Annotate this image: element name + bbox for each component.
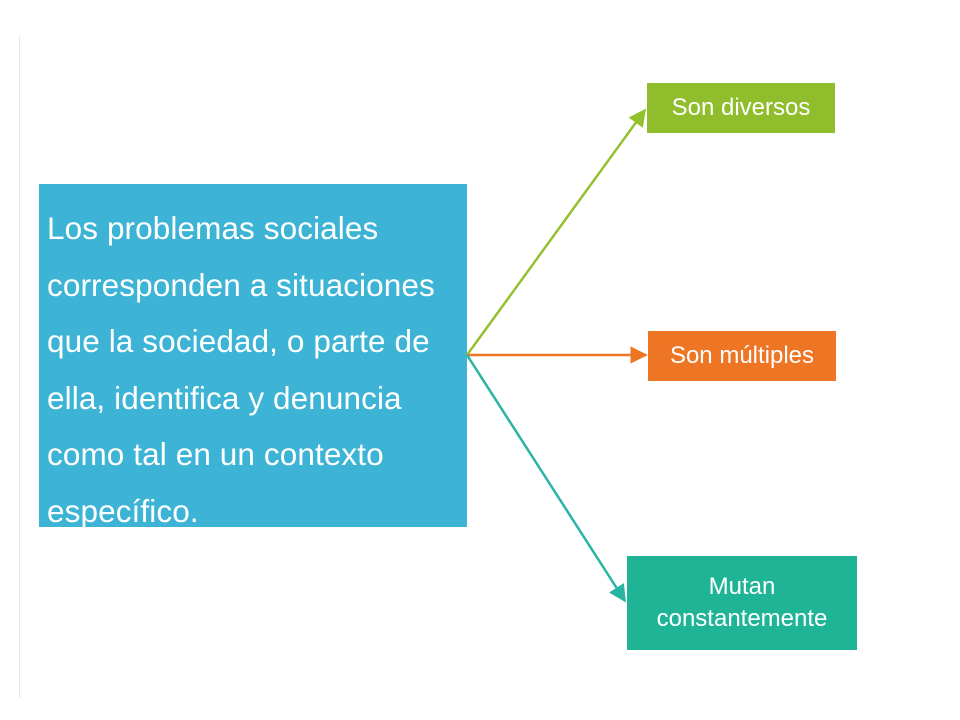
main-concept-line: específico.	[47, 492, 199, 529]
main-concept-line: corresponden a situaciones	[47, 266, 435, 303]
branch-label: Son múltiples	[669, 342, 815, 369]
branch-node-son-multiples: Son múltiples	[648, 331, 836, 381]
arrow-to-mutan-constantemente	[465, 354, 627, 603]
main-concept-line: que la sociedad, o parte de	[47, 323, 430, 359]
branch-label-line: constantemente	[656, 605, 828, 632]
main-concept-box: Los problemas sociales corresponden a si…	[39, 184, 467, 529]
main-concept-line: Los problemas sociales	[47, 210, 379, 246]
main-concept-line: ella, identifica y denuncia	[47, 379, 402, 416]
arrow-to-son-diversos	[465, 108, 647, 356]
branch-label-line: Mutan	[708, 573, 776, 600]
main-concept-line: como tal en un contexto	[47, 436, 384, 472]
branch-label: Son diversos	[671, 94, 811, 121]
branch-node-son-diversos: Son diversos	[647, 83, 835, 133]
page-edge-divider	[19, 36, 20, 698]
branch-node-mutan-constantemente: Mutan constantemente	[627, 556, 857, 650]
